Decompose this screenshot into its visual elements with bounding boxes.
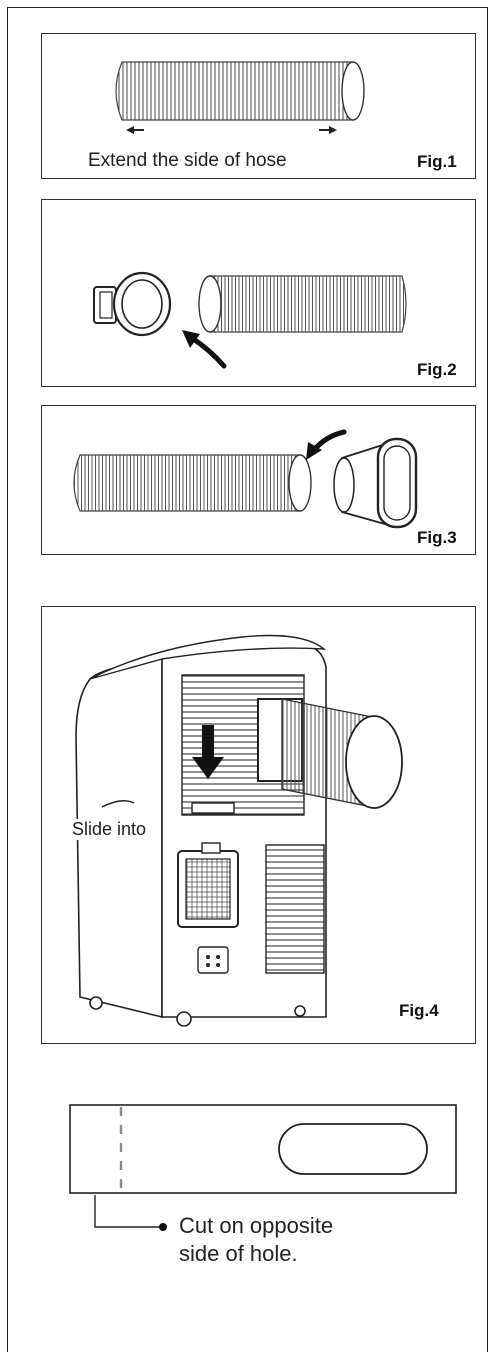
fig4-label: Fig.4 [399, 1001, 439, 1020]
page-frame [7, 7, 488, 1352]
fig4-panel: Slide into Fig.4 [41, 606, 476, 1044]
bullet-icon [159, 1223, 167, 1231]
air-conditioner-illustration [75, 634, 403, 1027]
fig3-label: Fig.3 [417, 528, 457, 547]
fig1-hose-illustration [115, 61, 365, 134]
left-arrow-icon [126, 126, 144, 134]
right-arrow-icon [319, 126, 337, 134]
fig1-caption: Extend the side of hose [88, 150, 287, 171]
window-adapter-icon [333, 437, 418, 529]
cut-instruction-line2: side of hole. [179, 1241, 298, 1266]
fig1-label: Fig.1 [417, 152, 457, 171]
fig2-panel: Fig.2 [41, 199, 476, 387]
exhaust-hole [278, 1123, 428, 1175]
fig1-panel: Extend the side of hose Fig.1 [41, 33, 476, 179]
fig2-illustration [93, 271, 407, 369]
fig3-illustration [73, 429, 418, 529]
slide-into-callout: Slide into [70, 819, 149, 840]
cut-instruction-line1: Cut on opposite [179, 1213, 334, 1238]
fig3-panel: Fig.3 [41, 405, 476, 555]
down-arrow-icon [192, 725, 224, 779]
fig2-label: Fig.2 [417, 360, 457, 379]
hose-adapter-icon [93, 271, 172, 337]
